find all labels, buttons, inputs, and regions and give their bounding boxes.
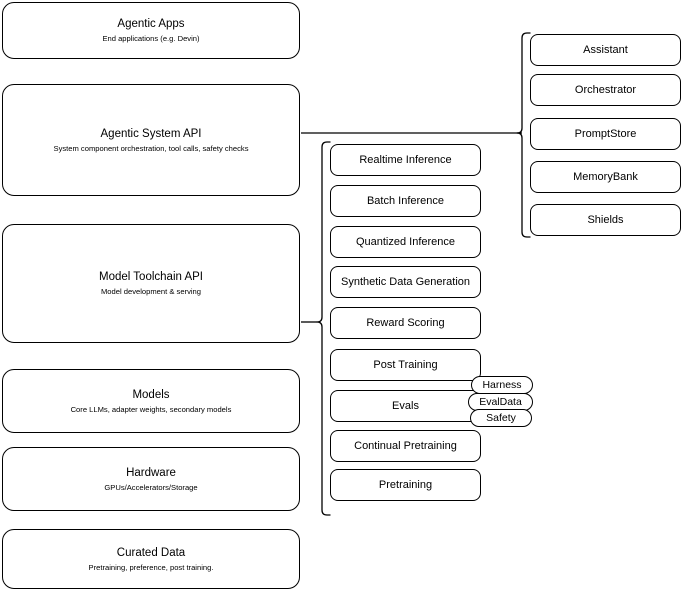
component-label: Orchestrator [574,83,637,96]
layer-title: Models [132,388,170,401]
capability-label: Evals [392,399,419,412]
layer-subtitle: Pretraining, preference, post training. [88,562,214,572]
capability-reward-scoring[interactable]: Reward Scoring [330,307,481,339]
layer-hardware[interactable]: Hardware GPUs/Accelerators/Storage [2,447,300,511]
layer-title: Agentic Apps [117,18,185,30]
capability-label: Batch Inference [366,194,445,207]
layer-subtitle: System component orchestration, tool cal… [53,143,249,153]
capability-label: Pretraining [378,478,433,491]
evals-sub-safety[interactable]: Safety [470,409,532,427]
capability-label: Continual Pretraining [354,439,457,452]
capability-quantized-inference[interactable]: Quantized Inference [330,226,481,258]
layer-agentic-system-api[interactable]: Agentic System API System component orch… [2,84,300,196]
component-label: MemoryBank [573,170,638,183]
capability-evals[interactable]: Evals [330,390,481,422]
system-component-assistant[interactable]: Assistant [530,34,681,66]
system-component-promptstore[interactable]: PromptStore [530,118,681,150]
layer-subtitle: Model development & serving [100,287,202,296]
capability-label: Reward Scoring [366,316,445,329]
layer-subtitle: End applications (e.g. Devin) [102,34,200,43]
component-label: PromptStore [574,127,637,140]
pill-label: Harness [482,379,522,391]
layer-title: Hardware [126,466,176,479]
bracket-system-components [516,32,531,238]
system-component-memorybank[interactable]: MemoryBank [530,161,681,193]
capability-label: Realtime Inference [359,153,452,166]
layer-title: Agentic System API [100,127,202,140]
pill-label: EvalData [479,396,522,408]
component-label: Assistant [583,43,628,56]
system-component-shields[interactable]: Shields [530,204,681,236]
pill-label: Safety [486,412,516,424]
capability-continual-pretraining[interactable]: Continual Pretraining [330,430,481,462]
layer-models[interactable]: Models Core LLMs, adapter weights, secon… [2,369,300,433]
capability-batch-inference[interactable]: Batch Inference [330,185,481,217]
component-label: Shields [587,213,624,226]
system-component-orchestrator[interactable]: Orchestrator [530,74,681,106]
capability-label: Synthetic Data Generation [340,275,471,288]
capability-label: Quantized Inference [355,235,456,248]
layer-curated-data[interactable]: Curated Data Pretraining, preference, po… [2,529,300,589]
bracket-toolchain-capabilities [316,141,331,516]
capability-label: Post Training [373,358,438,371]
capability-realtime-inference[interactable]: Realtime Inference [330,144,481,176]
layer-model-toolchain-api[interactable]: Model Toolchain API Model development & … [2,224,300,343]
evals-sub-harness[interactable]: Harness [471,376,533,394]
layer-agentic-apps[interactable]: Agentic Apps End applications (e.g. Devi… [2,2,300,59]
layer-subtitle: Core LLMs, adapter weights, secondary mo… [70,404,232,414]
layer-subtitle: GPUs/Accelerators/Storage [104,482,198,492]
capability-post-training[interactable]: Post Training [330,349,481,381]
capability-synthetic-data-generation[interactable]: Synthetic Data Generation [330,266,481,298]
layer-title: Curated Data [116,546,186,559]
layer-title: Model Toolchain API [99,271,203,283]
capability-pretraining[interactable]: Pretraining [330,469,481,501]
